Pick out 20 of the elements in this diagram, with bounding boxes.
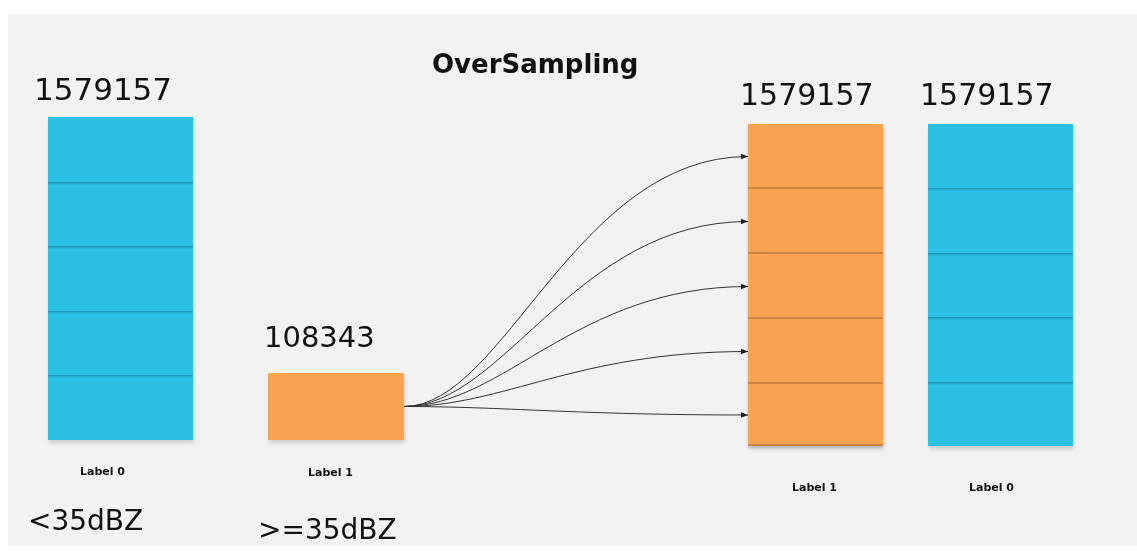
class-label: Label 1 bbox=[308, 467, 354, 480]
sticky-note-stack bbox=[748, 124, 883, 446]
sticky-note bbox=[748, 254, 883, 319]
count-label: 1579157 bbox=[34, 72, 173, 107]
count-label: 1579157 bbox=[740, 78, 874, 111]
threshold-label: >=35dBZ bbox=[258, 515, 397, 546]
count-label: 108343 bbox=[264, 322, 375, 354]
class-label: Label 1 bbox=[792, 482, 838, 495]
class-label: Label 0 bbox=[80, 466, 126, 479]
sticky-note bbox=[748, 124, 883, 189]
sticky-note-stack bbox=[928, 124, 1073, 446]
diagram-title: OverSampling bbox=[432, 50, 639, 79]
class-label: Label 0 bbox=[969, 482, 1015, 495]
sticky-note-stack bbox=[48, 117, 193, 440]
sticky-note bbox=[748, 319, 883, 384]
count-label: 1579157 bbox=[920, 78, 1054, 111]
sticky-note bbox=[748, 189, 883, 254]
threshold-label: <35dBZ bbox=[28, 506, 144, 537]
sticky-note bbox=[748, 384, 883, 446]
sticky-note bbox=[268, 373, 404, 440]
